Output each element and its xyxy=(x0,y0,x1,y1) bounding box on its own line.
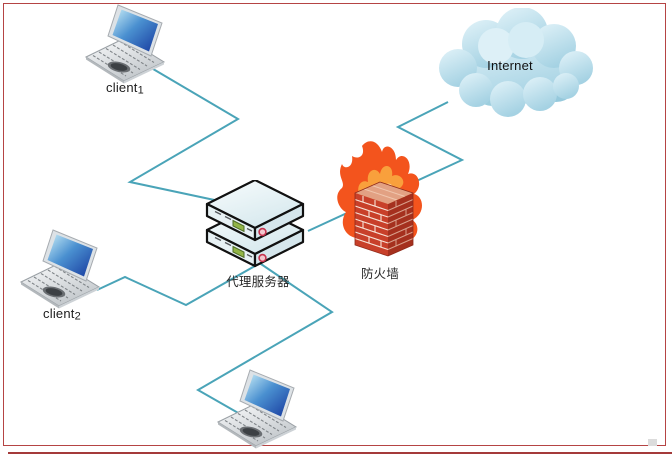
proxy-label-text: 代理服务器 xyxy=(226,275,290,289)
client1-label-number: 1 xyxy=(137,84,144,97)
internet-node-label: Internet xyxy=(468,58,552,73)
cloud-icon xyxy=(439,8,593,117)
client2-label-number: 2 xyxy=(74,310,81,323)
client2-node-label: client2 xyxy=(30,306,94,323)
bottom-border-line xyxy=(8,452,672,454)
client1-node-label: client1 xyxy=(93,80,157,97)
firewall-icon xyxy=(337,141,422,257)
client1-laptop-icon xyxy=(85,4,165,84)
proxy-node-label: 代理服务器 xyxy=(210,271,306,290)
client3-laptop-icon xyxy=(217,369,297,449)
firewall-node-label: 防火墙 xyxy=(342,263,418,282)
client2-label-text: client xyxy=(43,306,75,321)
client2-laptop-icon xyxy=(20,229,100,309)
client1-label-text: client xyxy=(106,80,138,95)
resize-handle xyxy=(648,439,657,446)
internet-label-text: Internet xyxy=(487,58,533,73)
proxy-server-icon xyxy=(205,180,305,268)
firewall-label-text: 防火墙 xyxy=(360,267,400,281)
